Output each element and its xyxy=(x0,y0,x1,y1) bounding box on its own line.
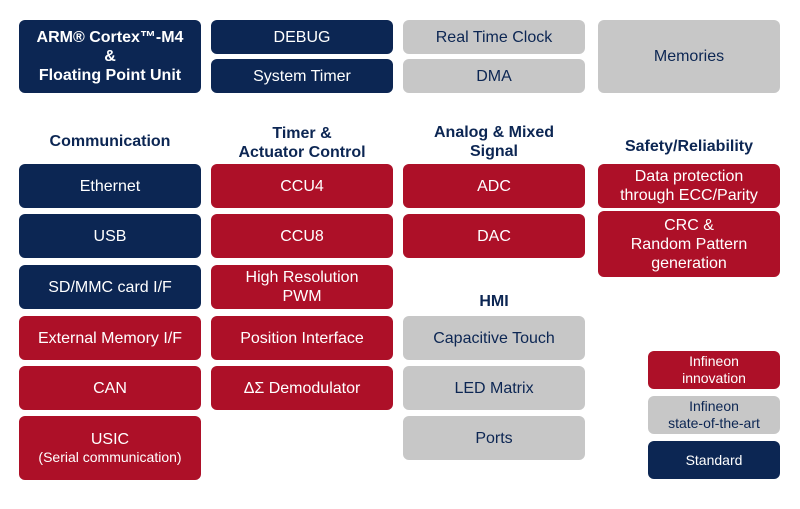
position-interface-label: Position Interface xyxy=(240,329,364,347)
capacitive-touch-block: Capacitive Touch xyxy=(403,316,585,360)
legend-standard-label: Standard xyxy=(685,451,743,468)
ports-label: Ports xyxy=(475,429,513,447)
usb-block: USB xyxy=(19,214,201,258)
analog-header-line2: Signal xyxy=(469,143,518,160)
timer-header-line1: Timer & xyxy=(272,125,332,142)
crc-line2: Random Pattern xyxy=(630,235,748,253)
hrpwm-line2: PWM xyxy=(282,288,322,305)
ccu8-label: CCU8 xyxy=(280,227,324,245)
sdmmc-label: SD/MMC card I/F xyxy=(48,278,172,296)
analog-header-line1: Analog & Mixed xyxy=(433,124,554,141)
ports-block: Ports xyxy=(403,416,585,460)
hrpwm-line1: High Resolution xyxy=(245,269,359,286)
dac-label: DAC xyxy=(477,227,511,245)
system-timer-label: System Timer xyxy=(253,67,351,85)
demodulator-block: ΔΣ Demodulator xyxy=(211,366,393,410)
arm-core-line3: Floating Point Unit xyxy=(38,67,182,84)
legend-state-of-the-art: Infineon state-of-the-art xyxy=(648,396,780,434)
debug-block: DEBUG xyxy=(211,20,393,54)
position-interface-block: Position Interface xyxy=(211,316,393,360)
dma-label: DMA xyxy=(476,67,512,85)
arm-core-block: ARM® Cortex™-M4 & Floating Point Unit xyxy=(19,20,201,93)
crc-line3: generation xyxy=(651,254,727,272)
ecc-block: Data protection through ECC/Parity xyxy=(598,164,780,208)
rtc-block: Real Time Clock xyxy=(403,20,585,54)
crc-line1: CRC & xyxy=(664,216,714,234)
hmi-header: HMI xyxy=(479,293,509,310)
sdmmc-block: SD/MMC card I/F xyxy=(19,265,201,309)
can-block: CAN xyxy=(19,366,201,410)
crc-block: CRC & Random Pattern generation xyxy=(598,211,780,277)
hrpwm-block: High Resolution PWM xyxy=(211,265,393,309)
rtc-label: Real Time Clock xyxy=(435,28,553,46)
analog-header: Analog & Mixed Signal xyxy=(403,123,585,161)
legend-innovation-line1: Infineon xyxy=(689,353,739,369)
adc-block: ADC xyxy=(403,164,585,208)
legend-standard: Standard xyxy=(648,441,780,479)
system-timer-block: System Timer xyxy=(211,59,393,93)
usic-block: USIC (Serial communication) xyxy=(19,416,201,480)
communication-header: Communication xyxy=(49,133,171,150)
ethernet-block: Ethernet xyxy=(19,164,201,208)
ccu4-label: CCU4 xyxy=(280,177,324,195)
dma-block: DMA xyxy=(403,59,585,93)
arm-core-line1: ARM® Cortex™-M4 xyxy=(36,29,184,46)
external-memory-block: External Memory I/F xyxy=(19,316,201,360)
can-label: CAN xyxy=(93,379,127,397)
timer-header-line2: Actuator Control xyxy=(238,144,366,161)
arm-core-line2: & xyxy=(104,48,116,65)
external-memory-label: External Memory I/F xyxy=(37,329,183,347)
usb-label: USB xyxy=(93,227,127,245)
ccu8-block: CCU8 xyxy=(211,214,393,258)
legend-innovation: Infineon innovation xyxy=(648,351,780,389)
demodulator-label: ΔΣ Demodulator xyxy=(243,379,361,397)
led-matrix-block: LED Matrix xyxy=(403,366,585,410)
timer-header: Timer & Actuator Control xyxy=(211,124,393,162)
ecc-line1: Data protection xyxy=(634,168,744,185)
legend-soa-line2: state-of-the-art xyxy=(668,415,760,431)
debug-label: DEBUG xyxy=(273,28,331,46)
ccu4-block: CCU4 xyxy=(211,164,393,208)
legend-innovation-line2: innovation xyxy=(682,370,746,386)
safety-header: Safety/Reliability xyxy=(624,138,754,155)
capacitive-touch-label: Capacitive Touch xyxy=(433,329,555,347)
usic-sublabel: (Serial communication) xyxy=(38,449,182,465)
memories-block: Memories xyxy=(598,20,780,93)
adc-label: ADC xyxy=(477,177,511,195)
memories-label: Memories xyxy=(653,48,725,65)
usic-label: USIC xyxy=(90,431,130,448)
ethernet-label: Ethernet xyxy=(79,177,141,195)
ecc-line2: through ECC/Parity xyxy=(620,187,758,204)
legend-soa-line1: Infineon xyxy=(689,398,739,414)
dac-block: DAC xyxy=(403,214,585,258)
led-matrix-label: LED Matrix xyxy=(454,379,534,397)
